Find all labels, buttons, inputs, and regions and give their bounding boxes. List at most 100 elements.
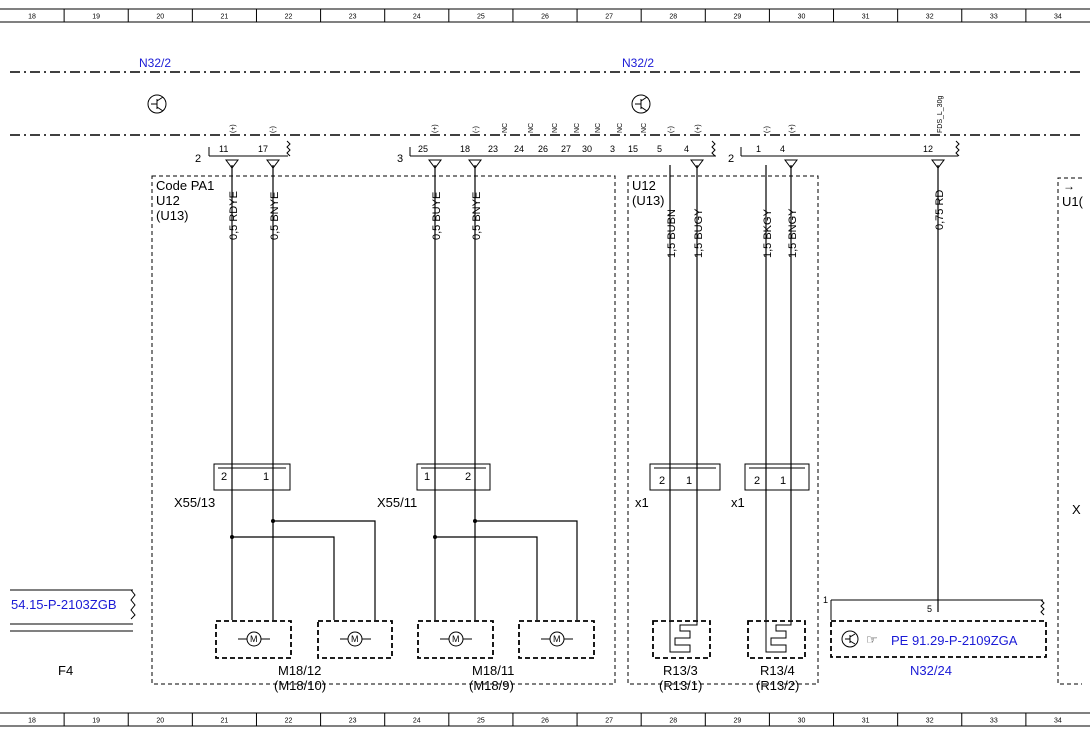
block-b-line2: (U13) <box>632 193 665 208</box>
svg-text:M: M <box>452 634 460 644</box>
heater-icon <box>747 620 806 659</box>
grid-column-label: 33 <box>990 718 998 725</box>
svg-text:2: 2 <box>221 471 227 483</box>
svg-text:NC: NC <box>528 123 535 133</box>
motor-icon: M <box>215 620 292 659</box>
transistor-icon <box>841 630 859 648</box>
grid-column-label: 19 <box>92 718 100 725</box>
connector-x1-a: 2 1 x1 <box>635 463 721 510</box>
svg-text:NC: NC <box>502 123 509 133</box>
svg-text:1,5 BUBN: 1,5 BUBN <box>666 209 678 258</box>
transistor-icon <box>631 94 651 114</box>
transistor-icon <box>147 94 167 114</box>
svg-text:4: 4 <box>780 144 785 154</box>
connector-label: X55/11 <box>377 495 417 510</box>
svg-text:25: 25 <box>418 144 428 154</box>
svg-text:(+): (+) <box>695 124 702 133</box>
motor-icon: M <box>518 620 595 659</box>
block-a-line1: Code PA1 <box>156 178 214 193</box>
svg-text:1,5 BUGY: 1,5 BUGY <box>693 208 705 258</box>
motor-label-alt: (M18/9) <box>469 678 514 693</box>
fuse-label: F4 <box>58 663 73 678</box>
svg-text:M: M <box>250 634 258 644</box>
connector-x55-11: 1 2 X55/11 <box>377 463 491 510</box>
svg-text:1: 1 <box>823 595 828 605</box>
svg-text:NC: NC <box>552 123 559 133</box>
control-unit-label-left[interactable]: N32/2 <box>139 56 171 70</box>
svg-text:27: 27 <box>561 144 571 154</box>
grid-column-label: 25 <box>477 718 485 725</box>
grid-column-label: 27 <box>605 718 613 725</box>
grid-column-label: 27 <box>605 14 613 21</box>
block-a-line2: U12 <box>156 193 180 208</box>
grid-column-label: 33 <box>990 14 998 21</box>
connector-x55-13: 2 1 X55/13 <box>174 463 291 510</box>
svg-text:1: 1 <box>424 471 430 483</box>
reference-link-pe[interactable]: PE 91.29-P-2109ZGA <box>891 633 1018 648</box>
connector-group-label: 2 <box>195 153 201 165</box>
block-a-line3: (U13) <box>156 208 189 223</box>
connector-group-label: 2 <box>728 153 734 165</box>
grid-column-label: 30 <box>798 718 806 725</box>
grid-column-label: 34 <box>1054 14 1062 21</box>
grid-column-label: 32 <box>926 14 934 21</box>
grid-column-label: 23 <box>349 14 357 21</box>
svg-text:NC: NC <box>595 123 602 133</box>
svg-text:23: 23 <box>488 144 498 154</box>
svg-text:0,5 BNYE: 0,5 BNYE <box>471 192 483 240</box>
svg-text:0,5 RDYE: 0,5 RDYE <box>228 191 240 240</box>
grid-column-label: 26 <box>541 14 549 21</box>
grid-column-label: 32 <box>926 718 934 725</box>
svg-text:17: 17 <box>258 144 268 154</box>
connector-bus-2: 3 <box>397 140 716 165</box>
grid-column-label: 19 <box>92 14 100 21</box>
svg-text:(+): (+) <box>432 124 439 133</box>
grid-column-label: 26 <box>541 718 549 725</box>
svg-text:30: 30 <box>582 144 592 154</box>
reference-link-left[interactable]: 54.15-P-2103ZGB <box>11 597 117 612</box>
motor-label: M18/12 <box>278 663 321 678</box>
svg-text:NC: NC <box>641 123 648 133</box>
left-reference-arrow <box>10 589 136 632</box>
control-unit-label-right[interactable]: N32/2 <box>622 56 654 70</box>
svg-text:12: 12 <box>923 144 933 154</box>
motor-label: M18/11 <box>472 663 514 678</box>
heater-label: R13/3 <box>663 663 698 678</box>
svg-text:4: 4 <box>684 144 689 154</box>
svg-text:(-): (-) <box>764 126 771 133</box>
grid-column-label: 22 <box>285 718 293 725</box>
svg-text:M: M <box>351 634 359 644</box>
svg-text:0,5 BNYE: 0,5 BNYE <box>269 192 281 240</box>
heater-label-alt: (R13/2) <box>756 678 799 693</box>
grid-column-label: 18 <box>28 14 36 21</box>
svg-text:26: 26 <box>538 144 548 154</box>
svg-text:1: 1 <box>686 475 692 487</box>
svg-text:18: 18 <box>460 144 470 154</box>
grid-column-label: 29 <box>733 14 741 21</box>
svg-text:1: 1 <box>756 144 761 154</box>
connector-label: x1 <box>731 495 745 510</box>
wires <box>230 165 939 620</box>
heater-icon <box>652 620 711 659</box>
pin-signs: (+) (-) (+) (-) NC NC NC NC NC NC NC (-)… <box>230 96 944 133</box>
grid-column-label: 21 <box>221 14 229 21</box>
svg-text:1: 1 <box>263 471 269 483</box>
svg-text:2: 2 <box>659 475 665 487</box>
svg-text:5: 5 <box>657 144 662 154</box>
grid-column-label: 21 <box>221 718 229 725</box>
grid-column-label: 20 <box>156 14 164 21</box>
grid-column-label: 18 <box>28 718 36 725</box>
grid-column-label: 24 <box>413 718 421 725</box>
grid-column-label: 25 <box>477 14 485 21</box>
svg-text:0,5 BUYE: 0,5 BUYE <box>431 192 443 240</box>
svg-text:(+): (+) <box>789 124 796 133</box>
connector-bus-1: 2 <box>195 140 291 165</box>
control-unit-n32-24: 1 5 ☞ <box>823 595 1047 658</box>
motor-icon: M <box>417 620 494 659</box>
control-unit-label-bottom[interactable]: N32/24 <box>910 663 952 678</box>
motor-icon: M <box>317 620 393 659</box>
grid-column-label: 24 <box>413 14 421 21</box>
